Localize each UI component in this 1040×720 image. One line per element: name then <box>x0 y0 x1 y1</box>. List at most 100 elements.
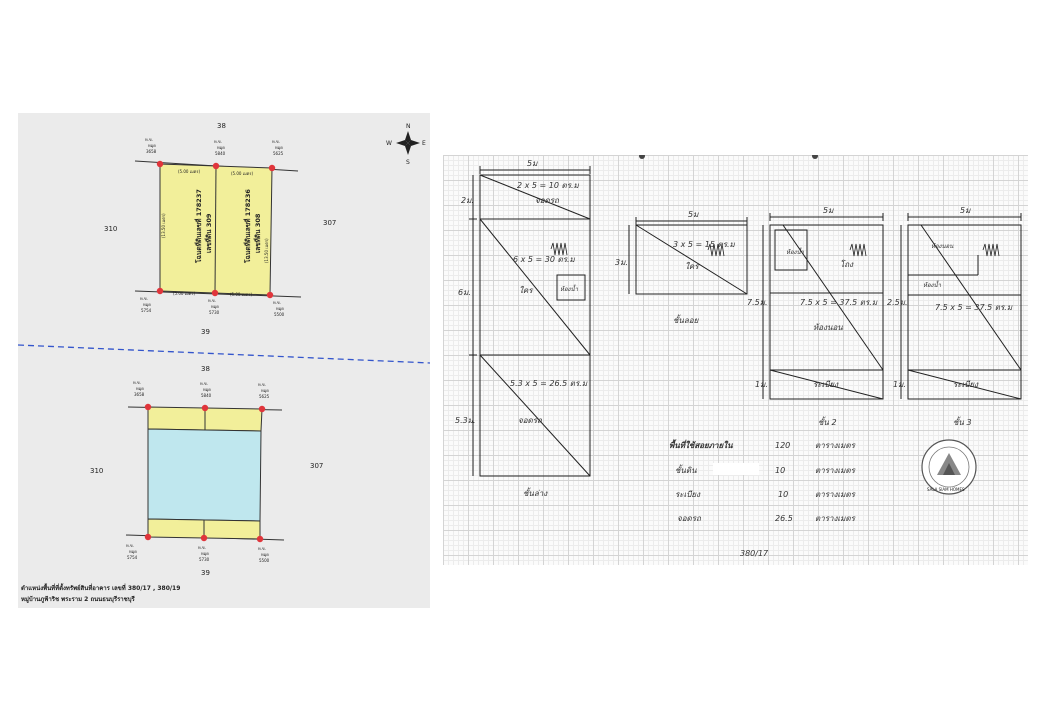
third-bed: ห้องนอน <box>931 242 954 250</box>
third-width: 5ม <box>960 206 971 215</box>
pin-label: 5840 <box>215 151 226 156</box>
pin-label: หมุด <box>276 306 284 312</box>
survey-pin <box>144 533 152 541</box>
summary-unit: ตารางเมตร <box>815 514 857 523</box>
compass-icon: N S E W <box>386 123 426 166</box>
summary-value: 10 <box>778 490 788 499</box>
third-dim-b: 1ม. <box>893 380 906 389</box>
pin-label: 5754 <box>141 308 152 313</box>
summary-unit: ตารางเมตร <box>815 441 857 450</box>
survey-pin <box>156 287 164 295</box>
pin-label: หมุด <box>143 302 151 308</box>
site-plan-bottom: 38 39 310 307 ห.ข. หมุด 3658 ห.ข. หมุด 5… <box>90 365 323 577</box>
floor-ground <box>469 166 591 477</box>
pin-label: 5840 <box>201 393 212 398</box>
survey-pin <box>200 534 208 542</box>
pin-label: หมุด <box>136 386 144 392</box>
floor-third <box>900 213 1022 400</box>
redaction-box <box>713 463 759 475</box>
pin-label: ห.ข. <box>198 545 206 550</box>
compass-n: N <box>406 123 411 130</box>
site-plan-panel: 38 39 310 307 (5.00 เมตร) (5.00 เมตร) (5… <box>18 113 430 608</box>
page-number: 380/17 <box>740 549 769 558</box>
pin-label: ห.ข. <box>145 137 153 142</box>
site-plan-top: 38 39 310 307 (5.00 เมตร) (5.00 เมตร) (5… <box>104 122 336 336</box>
pin-label: 3658 <box>146 149 157 154</box>
dim-label: (5.00 เมตร) <box>178 169 200 174</box>
survey-pin <box>258 405 266 413</box>
third-balcony: ระเบียง <box>953 380 979 389</box>
ground-dim-a: 2ม. <box>461 196 474 205</box>
dim-label: (5.00 เมตร) <box>230 292 252 297</box>
pin-label: 3658 <box>134 392 145 397</box>
mezz-eq: 3 x 5 = 15 ตร.ม <box>673 240 736 249</box>
floor-plan-panel: 5ม 2ม. 6ม. 5.3ม. 2 x 5 = 10 ตร.ม จอดรถ 6… <box>443 155 1028 565</box>
site-plan-caption-line2: หมู่บ้านภูฟ้าริช พระราม 2 ถนนธนบุรีราชบุ… <box>21 595 136 604</box>
summary-value: 10 <box>775 466 785 475</box>
floor-mezzanine <box>628 217 748 295</box>
pin-label: หมุด <box>201 551 209 557</box>
pin-label: หมุด <box>211 304 219 310</box>
pin-label: ห.ข. <box>208 298 216 303</box>
survey-pin <box>256 535 264 543</box>
pin-label: ห.ข. <box>140 296 148 301</box>
survey-pin <box>144 403 152 411</box>
ground-dim-c: 5.3ม. <box>455 416 476 425</box>
pin-label: 5730 <box>209 310 220 315</box>
parcel-a-number: เลขที่ดิน 309 <box>203 213 213 253</box>
second-dim-a: 7.5ม. <box>747 298 768 307</box>
dim-label: (13.50 เมตร) <box>264 238 269 263</box>
survey-pin <box>156 160 164 168</box>
pin-label: หมุด <box>261 388 269 394</box>
ground-room1: จอดรถ <box>535 196 560 205</box>
punch-hole <box>812 155 818 159</box>
pin-label: 5754 <box>127 555 138 560</box>
mezz-room: ใคร <box>685 261 700 271</box>
pin-label: ห.ข. <box>258 382 266 387</box>
survey-pin <box>266 291 274 299</box>
area-summary: พื้นที่ใช้สอยภายใน 120 ตารางเมตร ชั้นดิน… <box>669 439 857 523</box>
mezz-dim: 3ม. <box>615 258 628 267</box>
plan-top-north-label: 38 <box>217 122 226 130</box>
compass-e: E <box>422 140 426 147</box>
pin-label: 5625 <box>259 394 270 399</box>
ground-eq3: 5.3 x 5 = 26.5 ตร.ม <box>510 379 588 388</box>
ground-bath: ห้องน้ำ <box>560 284 579 293</box>
punch-hole <box>639 155 645 159</box>
summary-label: ชั้นดิน <box>675 464 697 475</box>
dim-label: (5.00 เมตร) <box>231 171 253 176</box>
third-dim-a: 2.5ม. <box>887 298 908 307</box>
plan-top-west-label: 310 <box>104 225 117 233</box>
survey-pin <box>201 404 209 412</box>
pin-label: หมุด <box>203 387 211 393</box>
summary-label: จอดรถ <box>677 514 702 523</box>
mezz-width: 5ม <box>688 210 699 219</box>
survey-pin <box>268 164 276 172</box>
plan-bottom-east-label: 307 <box>310 462 323 470</box>
ground-floor-label: ชั้นล่าง <box>523 487 548 498</box>
ground-room3: จอดรถ <box>518 416 543 425</box>
summary-value: 26.5 <box>775 514 793 523</box>
seal-text: SALA SIAM HOMES <box>927 487 965 492</box>
pin-label: 5730 <box>199 557 210 562</box>
parcel-a-title: โฉนดที่ดินเลขที่ 178237 <box>193 189 203 264</box>
ground-dim-b: 6ม. <box>458 288 471 297</box>
parcel-b-title: โฉนดที่ดินเลขที่ 178236 <box>242 189 252 264</box>
second-room: ห้องนอน <box>813 323 843 332</box>
second-eq: 7.5 x 5 = 37.5 ตร.ม <box>800 298 878 307</box>
third-bath: ห้องน้ำ <box>923 280 942 289</box>
summary-label: พื้นที่ใช้สอยภายใน <box>669 439 733 450</box>
pin-label: ห.ข. <box>214 139 222 144</box>
compass-w: W <box>386 140 392 147</box>
ground-eq2: 6 x 5 = 30 ตร.ม <box>513 255 576 264</box>
pin-label: 5500 <box>259 558 270 563</box>
plan-bottom-west-label: 310 <box>90 467 103 475</box>
second-dim-b: 1ม. <box>755 380 768 389</box>
plan-bottom-south-label: 39 <box>201 569 210 577</box>
pin-label: หมุด <box>129 549 137 555</box>
compass-s: S <box>406 159 410 166</box>
second-width: 5ม <box>823 206 834 215</box>
ground-width: 5ม <box>527 159 538 168</box>
parcel-b-number: เลขที่ดิน 308 <box>252 213 262 253</box>
dim-label: (5.00 เมตร) <box>173 291 195 296</box>
